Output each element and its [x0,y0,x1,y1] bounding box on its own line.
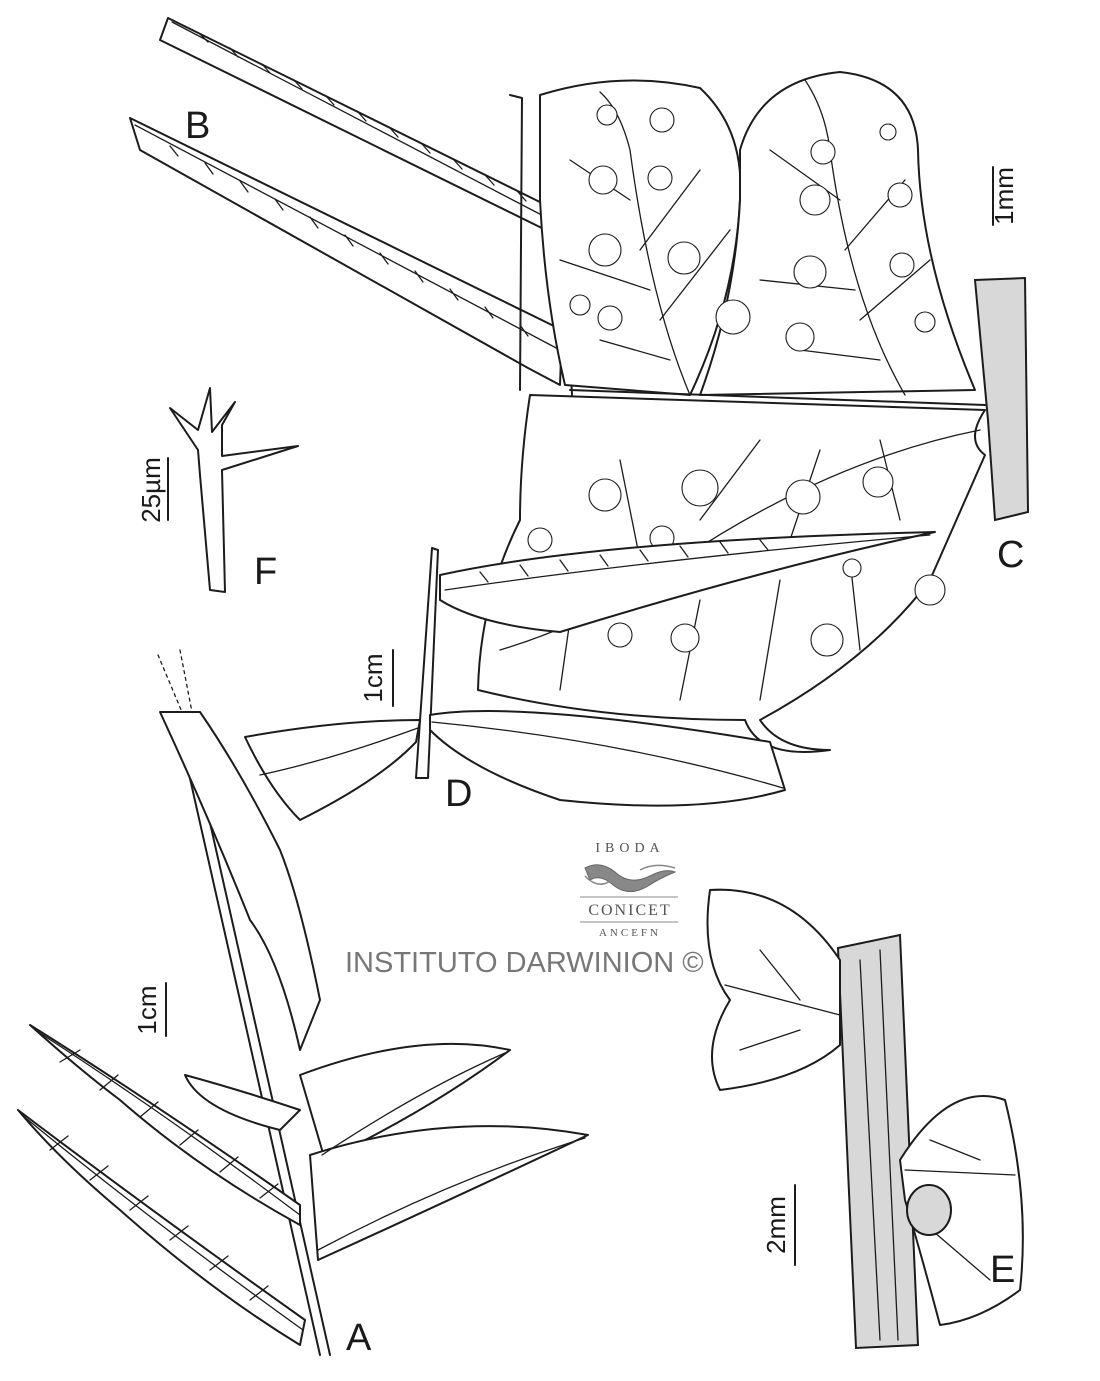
figure-b-pinnae [129,17,573,396]
figure-d-pinnae [244,531,936,821]
iboda-conicet-logo: IBODA CONICET ANCEFN [580,841,678,939]
scale-text-a: 1cm [132,985,162,1034]
figure-f-hair [169,387,299,593]
label-e: E [990,1249,1015,1291]
label-b: B [185,105,210,147]
scale-text-e: 2mm [761,1196,791,1254]
logo-middle-text: CONICET [588,902,671,919]
scale-text-f: 25µm [136,457,166,523]
figure-e-stem [706,888,1024,1350]
logo-top-text: IBODA [595,841,664,856]
figure-a-frond [17,649,589,1356]
credit-text: INSTITUTO DARWINION © [345,947,704,979]
scale-bars [165,166,994,1266]
label-d: D [445,773,472,815]
scale-text-d: 1cm [358,653,388,702]
scale-text-c: 1mm [989,167,1019,225]
sori-cluster [527,104,946,657]
figure-c-pinnules [477,71,1030,753]
label-c: C [997,534,1024,576]
label-a: A [346,1317,372,1359]
logo-bottom-text: ANCEFN [599,927,661,939]
label-f: F [254,551,277,593]
